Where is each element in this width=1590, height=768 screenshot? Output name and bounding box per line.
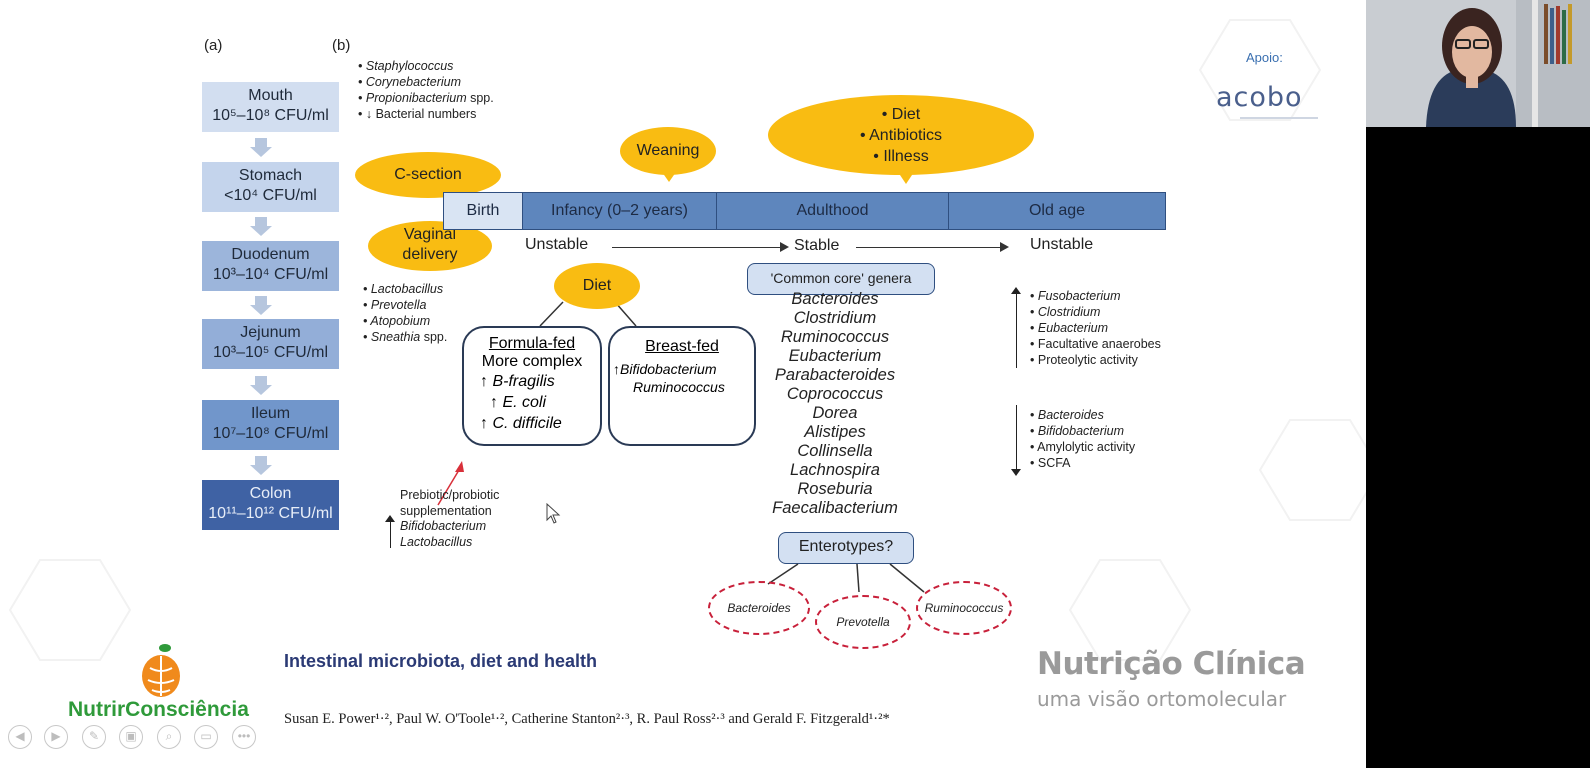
oval-weaning: Weaning [620,127,716,175]
organ-name: Jejunum [240,324,301,341]
organ-duodenum: Duodenum 10³–10⁴ CFU/ml [202,241,339,291]
common-core-label: 'Common core' genera [747,263,935,295]
formula-fed-subtitle: More complex [481,353,583,370]
organ-count: 10³–10⁵ CFU/ml [212,344,329,361]
pen-icon[interactable]: ✎ [82,725,106,749]
course-subtitle: uma visão ortomolecular [1037,687,1287,711]
brain-logo-icon [142,644,180,697]
oval-pointer [662,172,676,182]
slides-icon[interactable]: ▣ [119,725,143,749]
organ-name: Duodenum [231,246,310,263]
paper-title: Intestinal microbiota, diet and health [284,651,598,671]
course-title: Nutrição Clínica [1037,646,1306,682]
increase-arrow [1016,290,1017,368]
background-pattern [8,19,1366,661]
organ-count: <10⁴ CFU/ml [224,187,317,204]
up-arrow [390,518,391,548]
timeline-birth: Birth [443,192,523,230]
zoom-icon[interactable]: ⌕ [157,725,181,749]
organ-colon: Colon 10¹¹–10¹² CFU/ml [202,480,339,530]
up-arrow-head [385,515,395,522]
formula-fed-title: Formula-fed [488,335,576,352]
organ-count: 10⁷–10⁸ CFU/ml [212,425,329,442]
organ-mouth: Mouth 10⁵–10⁸ CFU/ml [202,82,339,132]
timeline-infancy: Infancy (0–2 years) [522,192,717,230]
phase-unstable-late: Unstable [1030,236,1094,253]
decrease-arrow-head [1011,469,1021,476]
paper-authors: Susan E. Power¹·², Paul W. O'Toole¹·², C… [284,711,890,727]
oval-csection: C-section [355,152,501,198]
arrow-line [612,247,782,248]
decrease-arrow [1016,405,1017,470]
formula-fed-box: Formula-fed More complex ↑ B-fragilis ↑ … [462,326,602,446]
enterotype-bacteroides: Bacteroides [708,581,810,635]
organ-name: Mouth [248,87,293,104]
phase-stable: Stable [794,237,840,254]
presentation-slide: (a) (b) Mouth 10⁵–10⁸ CFU/ml Stomach <10⁴ … [0,0,1366,768]
arrow-head [1000,242,1009,252]
organ-ileum: Ileum 10⁷–10⁸ CFU/ml [202,400,339,450]
next-slide-icon[interactable]: ▶ [44,725,68,749]
sponsor-logo-underline [1240,117,1318,119]
sponsor-label: Apoio: [1246,50,1283,65]
old-age-increased-list: • Fusobacterium • Clostridium • Eubacter… [1030,289,1161,367]
video-panel-background [1366,127,1590,768]
organ-count: 10³–10⁴ CFU/ml [212,266,329,283]
enterotypes-label: Enterotypes? [778,532,914,564]
oval-pointer [898,172,914,184]
sponsor-logo: acobo [1216,82,1303,113]
enterotype-ruminococcus: Ruminococcus [916,581,1012,635]
organ-count: 10⁵–10⁸ CFU/ml [212,107,329,124]
organ-name: Stomach [238,167,303,184]
subtitles-icon[interactable]: ▭ [194,725,218,749]
timeline-old-age: Old age [948,192,1166,230]
oval-diet: Diet [554,263,640,309]
organ-jejunum: Jejunum 10³–10⁵ CFU/ml [202,319,339,369]
timeline-adulthood: Adulthood [716,192,949,230]
previous-slide-icon[interactable]: ◀ [8,725,32,749]
organ-name: Ileum [250,405,291,422]
breast-fed-box: Breast-fed ↑Bifidobacterium Ruminococcus [608,326,756,446]
increase-arrow-head [1011,287,1021,294]
phase-unstable-early: Unstable [525,236,589,253]
organ-name: Colon [249,485,292,502]
enterotype-connectors [767,563,925,593]
connector-lines [437,301,637,506]
vaginal-bacteria-list: • Lactobacillus • Prevotella • Atopobium… [363,282,448,344]
enterotype-prevotella: Prevotella [815,595,911,649]
prebiotic-note: Prebiotic/probiotic supplementation Bifi… [400,488,500,549]
arrow-head [780,242,789,252]
presenter-video [1366,0,1590,127]
oval-life-events: • Diet • Antibiotics • Illness [768,95,1034,175]
brand-logo-text: NutrirConsciência [68,698,249,721]
presenter-webcam [1366,0,1590,127]
panel-label-b: (b) [332,37,351,54]
organ-stomach: Stomach <10⁴ CFU/ml [202,162,339,212]
panel-label-a: (a) [204,37,223,54]
organ-count: 10¹¹–10¹² CFU/ml [208,505,333,522]
old-age-decreased-list: • Bacteroides • Bifidobacterium • Amylol… [1030,408,1136,470]
mouse-cursor-icon [546,503,561,524]
arrow-line [856,247,1002,248]
breast-fed-title: Breast-fed [645,338,719,355]
more-options-icon[interactable]: ••• [232,725,256,749]
csection-bacteria-list: • Staphylococcus • Corynebacterium • Pro… [358,59,494,121]
